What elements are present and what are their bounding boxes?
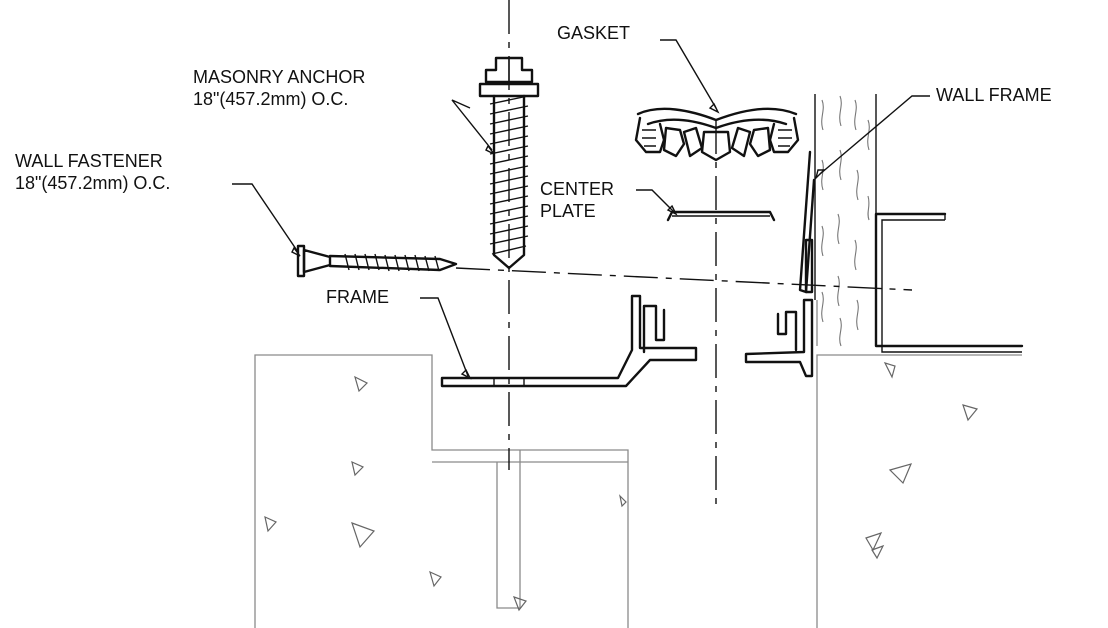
gasket-label: GASKET	[557, 23, 631, 43]
center-plate-icon	[666, 210, 776, 222]
center-plate-label-line2: PLATE	[540, 201, 596, 221]
wall-fastener-label-line2: 18"(457.2mm) O.C.	[15, 173, 171, 193]
right-concrete-slab	[816, 300, 1022, 628]
left-concrete-slab	[254, 354, 629, 628]
masonry-anchor-label-line2: 18"(457.2mm) O.C.	[193, 89, 349, 109]
wall-section	[814, 94, 877, 347]
frame-icon	[440, 294, 698, 388]
frame-label: FRAME	[326, 287, 389, 307]
masonry-anchor-icon	[478, 56, 540, 270]
wall-frame-icon	[798, 150, 816, 294]
concrete-aggregate-marks	[264, 362, 979, 612]
gasket-icon	[634, 107, 800, 162]
masonry-anchor-label: MASONRY ANCHOR 18"(457.2mm) O.C.	[193, 66, 365, 110]
wall-fastener-label-line1: WALL FASTENER	[15, 151, 163, 171]
leader-lines	[232, 39, 930, 380]
right-frame-icon	[744, 298, 814, 378]
center-plate-label-line1: CENTER	[540, 179, 615, 199]
steel-angle	[874, 212, 1024, 353]
wall-frame-label: WALL FRAME	[936, 85, 1052, 105]
wall-fastener-icon	[296, 244, 458, 278]
masonry-anchor-label-line1: MASONRY ANCHOR	[193, 67, 366, 87]
wall-fastener-label: WALL FASTENER 18"(457.2mm) O.C.	[15, 150, 170, 194]
center-plate-label: CENTER PLATE	[540, 178, 614, 222]
